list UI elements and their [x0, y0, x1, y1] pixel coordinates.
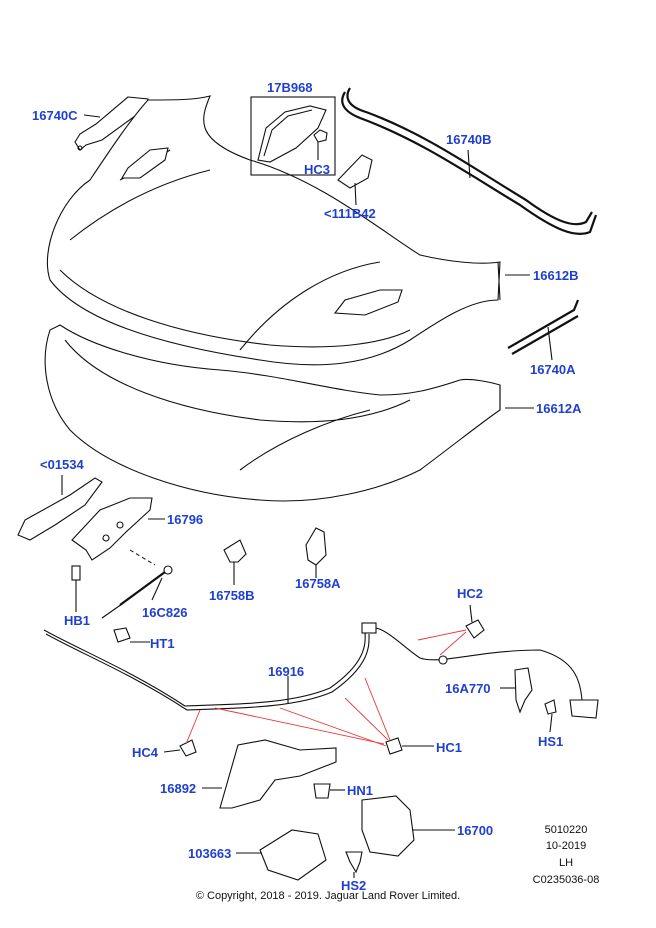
label-hn1[interactable]: HN1	[347, 783, 374, 798]
label-16892[interactable]: 16892	[160, 781, 197, 796]
seal-16740b	[341, 87, 598, 235]
label-hc3[interactable]: HC3	[304, 162, 331, 177]
bonnet-outer-panel	[46, 95, 501, 366]
label-hc4[interactable]: HC4	[132, 745, 159, 760]
seal-16740a	[507, 299, 580, 355]
latch-16700	[361, 795, 415, 857]
label-hc1[interactable]: HC1	[436, 740, 463, 755]
drawing-ref: C0235036-08	[532, 874, 600, 886]
bump-stop-16758a	[305, 527, 327, 566]
copyright-text: © Copyright, 2018 - 2019. Jaguar Land Ro…	[195, 890, 461, 902]
label-16916[interactable]: 16916	[268, 664, 305, 679]
label-01534[interactable]: <01534	[40, 457, 84, 472]
strut-16c826	[101, 549, 173, 619]
label-17b968[interactable]: 17B968	[267, 80, 313, 95]
box-17b968	[250, 96, 336, 176]
drawing-code: 5010220	[544, 824, 588, 836]
bonnet-inner-panel	[44, 324, 501, 502]
drawing-date: 10-2019	[545, 840, 587, 852]
label-103663[interactable]: 103663	[188, 846, 232, 861]
label-hs1[interactable]: HS1	[538, 734, 564, 749]
label-16c826[interactable]: 16C826	[142, 605, 188, 620]
label-16758b[interactable]: 16758B	[209, 588, 255, 603]
label-16758a[interactable]: 16758A	[295, 576, 341, 591]
red-leader-hc2	[417, 629, 467, 656]
red-leaders	[185, 677, 391, 747]
nut-hn1	[313, 783, 331, 799]
label-ht1[interactable]: HT1	[150, 636, 175, 651]
clip-hc1	[385, 737, 403, 755]
clip-hc2	[465, 619, 485, 639]
label-16a770[interactable]: 16A770	[445, 681, 491, 696]
fastener-ht1	[113, 627, 131, 643]
label-hb1[interactable]: HB1	[64, 613, 91, 628]
bolt-hb1	[71, 565, 81, 596]
label-16740c[interactable]: 16740C	[32, 108, 78, 123]
release-handle-16a770	[514, 667, 599, 719]
label-16612a[interactable]: 16612A	[536, 401, 582, 416]
hinge-16796	[71, 497, 153, 561]
label-16740a[interactable]: 16740A	[530, 362, 576, 377]
bump-stop-16758b	[223, 539, 247, 563]
label-16796[interactable]: 16796	[167, 512, 204, 527]
screw-hs2	[345, 851, 363, 874]
clip-hc4	[179, 739, 197, 757]
label-hs2[interactable]: HS2	[341, 878, 367, 893]
leader-lines	[61, 114, 553, 878]
label-16700[interactable]: 16700	[457, 823, 494, 838]
bracket-111b42	[337, 154, 373, 189]
cable-16916	[43, 622, 583, 711]
bracket-01534	[17, 477, 103, 541]
drawing-side: LH	[558, 857, 574, 869]
label-16740b[interactable]: 16740B	[446, 132, 492, 147]
bracket-16892	[219, 739, 337, 809]
plate-103663	[259, 829, 327, 881]
screw-hs1	[544, 699, 557, 715]
label-111b42[interactable]: <111B42	[324, 206, 376, 221]
label-hc2[interactable]: HC2	[457, 586, 484, 601]
label-16612b[interactable]: 16612B	[533, 268, 579, 283]
